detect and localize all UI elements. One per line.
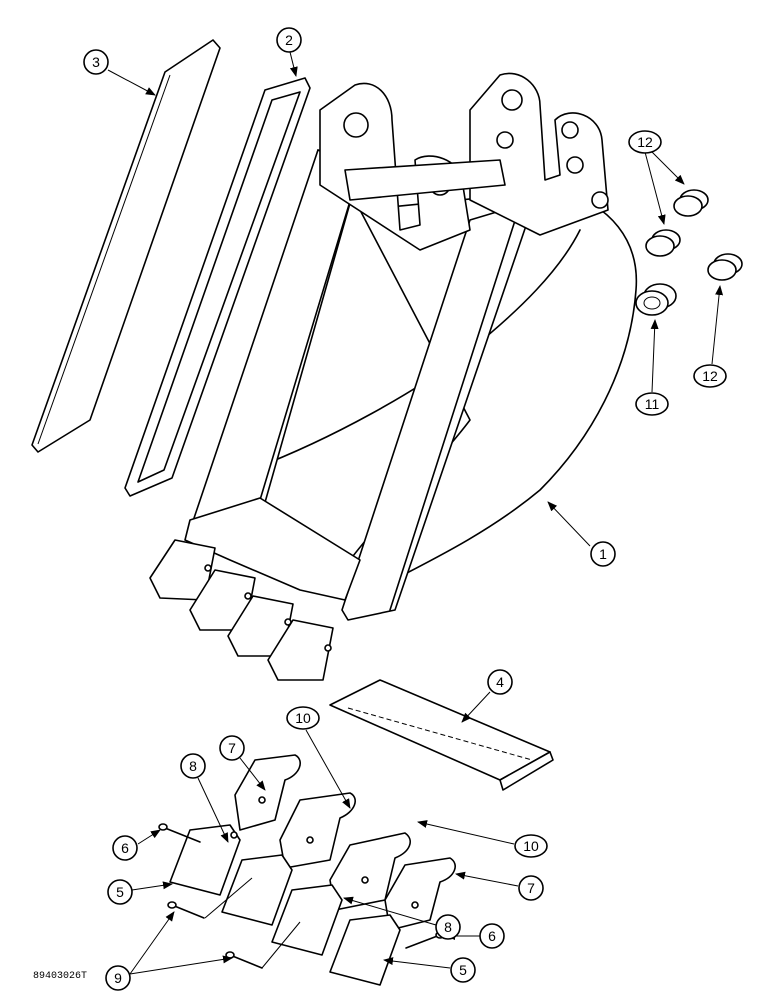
- svg-text:9: 9: [114, 970, 122, 986]
- svg-text:7: 7: [527, 880, 535, 896]
- tooth-adapter-part-7-right: [384, 857, 456, 931]
- callout-7-right: 7: [518, 875, 544, 901]
- svg-text:6: 6: [488, 928, 496, 944]
- tooth-tip-part-8-left: [221, 854, 293, 926]
- tooth-adapter-part-10-left: [279, 792, 356, 869]
- callout-10-upper: 10: [286, 706, 320, 730]
- callout-bubbles: 3 2 12 11 12 1 4 10: [83, 27, 727, 991]
- svg-text:3: 3: [92, 54, 100, 70]
- svg-text:6: 6: [121, 840, 129, 856]
- tooth-adapter-part-10-right: [329, 832, 411, 911]
- svg-text:1: 1: [599, 546, 607, 562]
- callout-12-upper: 12: [628, 130, 662, 154]
- svg-text:11: 11: [645, 396, 660, 412]
- svg-text:12: 12: [702, 368, 718, 384]
- side-cutter-plate-part-3: [31, 39, 221, 453]
- callout-12-right: 12: [693, 364, 727, 388]
- pin-part-6-left: [158, 823, 201, 843]
- tooth-tip-part-5-left: [169, 824, 241, 896]
- svg-text:10: 10: [523, 838, 539, 854]
- svg-text:2: 2: [285, 32, 293, 48]
- bucket-teeth: [149, 539, 334, 681]
- callout-8-right: 8: [435, 914, 461, 940]
- bushing-part-11: [635, 283, 677, 316]
- callout-8-left: 8: [180, 753, 206, 779]
- svg-text:12: 12: [637, 134, 653, 150]
- svg-text:7: 7: [228, 740, 236, 756]
- bushing-part-12-upper: [673, 189, 709, 217]
- bushing-part-12-right: [707, 253, 743, 281]
- bushing-part-12-middle: [645, 229, 681, 257]
- callout-5-left: 5: [107, 879, 133, 905]
- callout-4: 4: [487, 669, 513, 695]
- leader-lines: [107, 51, 724, 975]
- tooth-tip-part-8-right: [271, 884, 343, 956]
- pin-part-9-lower: [225, 951, 263, 969]
- callout-2: 2: [276, 27, 302, 53]
- svg-text:10: 10: [295, 710, 311, 726]
- callout-1: 1: [590, 541, 616, 567]
- cutting-edge-part-4: [329, 679, 554, 791]
- side-wear-strip-part-2: [124, 77, 311, 497]
- callout-6-right: 6: [479, 923, 505, 949]
- svg-text:8: 8: [189, 758, 197, 774]
- callout-7-left: 7: [219, 735, 245, 761]
- callout-5-right: 5: [450, 957, 476, 983]
- svg-text:8: 8: [444, 919, 452, 935]
- pin-part-9-upper: [167, 901, 205, 919]
- svg-text:5: 5: [459, 962, 467, 978]
- tooth-adapter-part-7-left: [234, 754, 301, 831]
- bucket-part-1: [149, 72, 638, 681]
- figure-id-label: 89403026T: [33, 971, 87, 982]
- callout-3: 3: [83, 49, 109, 75]
- callout-9: 9: [105, 965, 131, 991]
- tooth-tip-part-5-right: [329, 914, 401, 986]
- callout-10-right: 10: [514, 834, 548, 858]
- callout-11: 11: [635, 392, 669, 416]
- callout-6-left: 6: [112, 835, 138, 861]
- svg-text:5: 5: [116, 884, 124, 900]
- svg-text:4: 4: [496, 674, 504, 690]
